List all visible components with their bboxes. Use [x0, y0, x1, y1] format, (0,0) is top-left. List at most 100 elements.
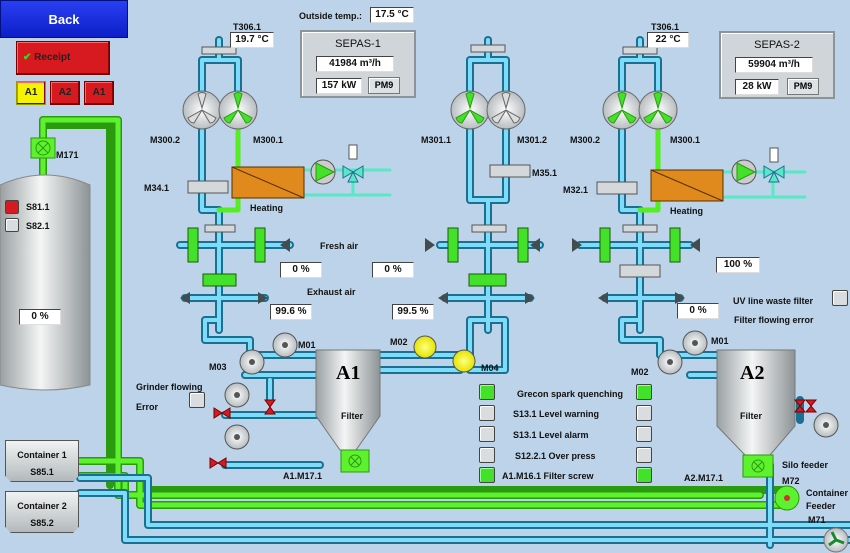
status-indicator-right-0[interactable] — [636, 384, 652, 400]
status-indicator-left-0[interactable] — [479, 384, 495, 400]
blower-label-m01-right: M01 — [711, 336, 729, 346]
damper-m32-1-icon — [596, 181, 638, 195]
silo-level-value: 0 % — [19, 309, 61, 325]
mode-button-a1[interactable]: A1 — [16, 81, 46, 105]
mode-button-a1-alt[interactable]: A1 — [84, 81, 114, 105]
blower-m01-right-icon — [682, 330, 708, 356]
blower-grinder-2-icon — [224, 424, 250, 450]
sepas-2-power: 28 kW — [735, 79, 779, 95]
m171-valve-icon — [30, 137, 56, 159]
status-label-0: Grecon spark quenching — [517, 389, 624, 399]
fan-label-m301-2: M301.2 — [517, 135, 548, 145]
fan-m301-1-icon — [450, 90, 490, 130]
a1-m17-label: A1.M17.1 — [283, 471, 323, 481]
exhaust-air-label: Exhaust air — [307, 287, 356, 297]
checkmark-icon: ✔ — [23, 52, 32, 63]
uv-line-label: UV line waste filter — [733, 296, 814, 306]
container-2-name: Container 2 — [17, 501, 67, 511]
filter-a2-label: Filter — [740, 411, 763, 421]
status-indicator-right-1[interactable] — [636, 405, 652, 421]
grinder-error-label: Error — [136, 402, 159, 412]
fan-m300-1b-icon — [638, 90, 678, 130]
sepas-1-panel: SEPAS-1 41984 m³/h 157 kW PM9 — [300, 30, 416, 98]
heating-label-2: Heating — [670, 206, 704, 216]
fans — [182, 90, 678, 130]
silo-sensor-s82-indicator[interactable] — [5, 218, 19, 232]
uv-line-indicator[interactable] — [832, 290, 848, 306]
status-indicator-right-4[interactable] — [636, 467, 652, 483]
filter-a1-label: Filter — [341, 411, 364, 421]
temp-value-2: 22 °C — [647, 32, 689, 48]
flow-arrows — [180, 238, 700, 304]
sepas-1-pm9-button[interactable]: PM9 — [368, 77, 400, 94]
container-1-name: Container 1 — [17, 450, 67, 460]
fan-m300-1-icon — [218, 90, 258, 130]
fan-label-m300-1: M300.1 — [253, 135, 284, 145]
damper-label-m32-1: M32.1 — [563, 185, 589, 195]
container-2[interactable]: Container 2 S85.2 — [5, 491, 79, 533]
damper-m34-1-icon — [187, 180, 229, 194]
status-indicator-left-2[interactable] — [479, 426, 495, 442]
outside-temp-value: 17.5 °C — [370, 7, 414, 23]
fan-m300-2-icon — [182, 90, 222, 130]
container-1-sensor: S85.1 — [30, 467, 54, 477]
filter-a2-title: A2 — [740, 362, 765, 384]
status-indicator-left-3[interactable] — [479, 447, 495, 463]
fan-label-m300-1b: M300.1 — [670, 135, 701, 145]
status-label-1: S13.1 Level warning — [513, 409, 600, 419]
container-feeder-label-2: Feeder — [806, 501, 836, 511]
back-button[interactable]: Back — [0, 0, 128, 38]
fan-label-m300-2b: M300.2 — [570, 135, 601, 145]
outside-temp-label: Outside temp.: — [299, 11, 363, 21]
blower-m02-icon — [413, 335, 437, 359]
m71-label: M71 — [808, 515, 826, 525]
status-label-3: S12.2.1 Over press — [515, 451, 596, 461]
grinder-flowing-label: Grinder flowing — [136, 382, 203, 392]
exhaust-air-pct-2: 0 % — [677, 303, 719, 319]
blower-m03-icon — [239, 349, 265, 375]
fan-m300-2b-icon — [602, 90, 642, 130]
sepas-1-title: SEPAS-1 — [335, 38, 381, 50]
silo-sensor-s81-label: S81.1 — [26, 202, 50, 212]
exhaust-air-pct-mid: 99.5 % — [392, 304, 434, 320]
filter-a2 — [716, 349, 796, 478]
red-valves — [209, 399, 818, 469]
status-label-2: S13.1 Level alarm — [513, 430, 589, 440]
grinder-error-indicator[interactable] — [189, 392, 205, 408]
damper-label-m34-1: M34.1 — [144, 183, 170, 193]
silo-feeder-label: Silo feeder — [782, 460, 829, 470]
silo-sensor-s82-label: S82.1 — [26, 221, 50, 231]
receipt-button[interactable]: ✔ Receipt — [16, 41, 110, 75]
corner-fan-icon — [823, 527, 849, 553]
fresh-air-label: Fresh air — [320, 241, 359, 251]
fresh-air-pct-2: 100 % — [716, 257, 760, 273]
container-1[interactable]: Container 1 S85.1 — [5, 440, 79, 482]
temp-sensor-label-2: T306.1 — [651, 22, 680, 32]
blower-label-m01-left: M01 — [298, 340, 316, 350]
container-2-sensor: S85.2 — [30, 518, 54, 528]
status-indicator-left-4[interactable] — [479, 467, 495, 483]
blower-m01-left-icon — [272, 332, 298, 358]
filter-a1 — [315, 349, 381, 473]
temp-sensor-label-1: T306.1 — [233, 22, 262, 32]
blower-m02-right-icon — [657, 349, 683, 375]
status-indicator-right-3[interactable] — [636, 447, 652, 463]
filter-flowing-error-label: Filter flowing error — [734, 315, 814, 325]
silo-sensor-s81-indicator[interactable] — [5, 200, 19, 214]
sepas-1-flow: 41984 m³/h — [316, 56, 394, 72]
damper-label-m35-1: M35.1 — [532, 168, 558, 178]
container-feeder-m71-icon — [774, 485, 800, 511]
mode-button-a2[interactable]: A2 — [50, 81, 80, 105]
status-indicator-right-2[interactable] — [636, 426, 652, 442]
blower-a2-out-icon — [813, 412, 839, 438]
fresh-air-pct-1: 0 % — [280, 262, 322, 278]
m171-label: M171 — [56, 150, 79, 160]
damper-m35-1-icon — [489, 164, 531, 178]
m72-label: M72 — [782, 476, 800, 486]
filter-a1-title: A1 — [336, 362, 361, 384]
blower-label-m02: M02 — [390, 337, 408, 347]
exhaust-air-pct-1: 99.6 % — [270, 304, 312, 320]
status-indicator-left-1[interactable] — [479, 405, 495, 421]
sepas-2-pm9-button[interactable]: PM9 — [787, 78, 819, 95]
heater-2-icon — [650, 147, 785, 202]
